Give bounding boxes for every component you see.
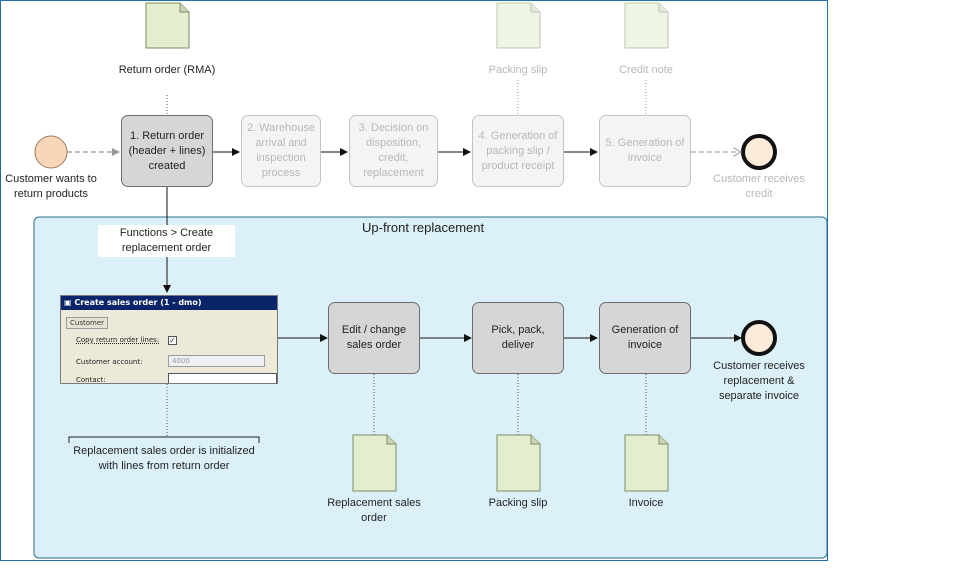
step-2-warehouse-arrival: 2. Warehouse arrival and inspection proc… bbox=[241, 115, 321, 187]
create-sales-order-dialog: ▣ Create sales order (1 - dmo) Customer … bbox=[60, 295, 278, 384]
step-5-invoice-generation: 5. Generation of invoice bbox=[599, 115, 691, 187]
copy-lines-label: Copy return order lines: bbox=[76, 336, 160, 344]
annotation-text: Replacement sales order is initialized w… bbox=[73, 445, 255, 472]
step-3-decision: 3. Decision on disposition, credit, repl… bbox=[349, 115, 438, 187]
annotation-bracket bbox=[68, 436, 260, 443]
trigger-label: Functions > Create replacement order bbox=[98, 225, 235, 257]
end-event-credit-label: Customer receives credit bbox=[713, 173, 805, 200]
start-event-shape bbox=[34, 135, 68, 169]
document-icon-invoice bbox=[624, 434, 669, 492]
document-icon-credit-note bbox=[624, 2, 669, 49]
customer-account-field: 4000 bbox=[168, 355, 265, 367]
lane-step-generation-of-invoice: Generation of invoice bbox=[599, 302, 691, 374]
end-event-credit-shape bbox=[741, 134, 777, 170]
step-1-return-order: 1. Return order (header + lines) created bbox=[121, 115, 213, 187]
copy-lines-checkbox: ✓ bbox=[168, 336, 177, 345]
lane-title: Up-front replacement bbox=[362, 220, 485, 235]
dialog-titlebar: ▣ Create sales order (1 - dmo) bbox=[61, 296, 277, 310]
start-event-label: Customer wants to return products bbox=[5, 173, 97, 200]
customer-account-label: Customer account: bbox=[76, 358, 143, 366]
contact-field bbox=[168, 373, 277, 383]
end-event-replacement-shape bbox=[741, 320, 777, 356]
dialog-icon: ▣ bbox=[64, 298, 75, 307]
document-icon-replacement-order bbox=[352, 434, 397, 492]
document-label-credit-note: Credit note bbox=[619, 64, 673, 76]
document-label-replacement-order: Replacement sales order bbox=[327, 497, 421, 524]
lane-step-pick-pack-deliver: Pick, pack, deliver bbox=[472, 302, 564, 374]
document-icon-packing-slip-top bbox=[496, 2, 541, 49]
document-icon-rma bbox=[145, 2, 190, 49]
step-4-packing-slip-generation: 4. Generation of packing slip / product … bbox=[472, 115, 564, 187]
end-event-replacement-label: Customer receives replacement & separate… bbox=[713, 360, 805, 402]
dialog-title: Create sales order (1 - dmo) bbox=[74, 298, 202, 307]
document-label-packing-slip-lane: Packing slip bbox=[488, 497, 548, 509]
contact-label: Contact: bbox=[76, 376, 106, 384]
document-icon-packing-slip-lane bbox=[496, 434, 541, 492]
document-label-invoice: Invoice bbox=[628, 497, 664, 509]
lane-step-edit-sales-order: Edit / change sales order bbox=[328, 302, 420, 374]
document-label-rma: Return order (RMA) bbox=[118, 64, 216, 76]
document-label-packing-slip-top: Packing slip bbox=[488, 64, 548, 76]
dialog-tab-customer: Customer bbox=[66, 317, 109, 329]
